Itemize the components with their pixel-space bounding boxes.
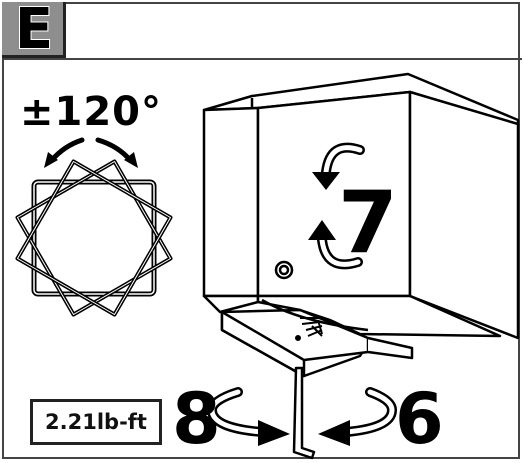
rotate-arrows-icon — [308, 142, 365, 270]
rotation-squares-icon — [15, 159, 173, 317]
allen-key-icon — [292, 366, 316, 460]
torque-spec-box: 2.21lb-ft — [30, 399, 162, 445]
rotate-step-number: 7 — [338, 173, 398, 273]
tighten-arrow-icon — [206, 387, 290, 446]
tighten-step-number: 8 — [172, 378, 221, 460]
torque-spec-label: 2.21lb-ft — [45, 410, 147, 434]
step-letter: E — [14, 0, 54, 63]
fixture-body-icon — [202, 72, 520, 378]
hex-socket-icon — [295, 317, 323, 341]
rotation-arrows-icon — [44, 137, 138, 168]
set-screw-icon — [274, 260, 294, 280]
header-divider — [2, 58, 522, 60]
rotation-angle-label: ±120° — [20, 89, 163, 135]
loosen-arrow-icon — [318, 387, 398, 446]
loosen-step-number: 6 — [395, 378, 444, 460]
step-badge: E — [2, 0, 66, 63]
